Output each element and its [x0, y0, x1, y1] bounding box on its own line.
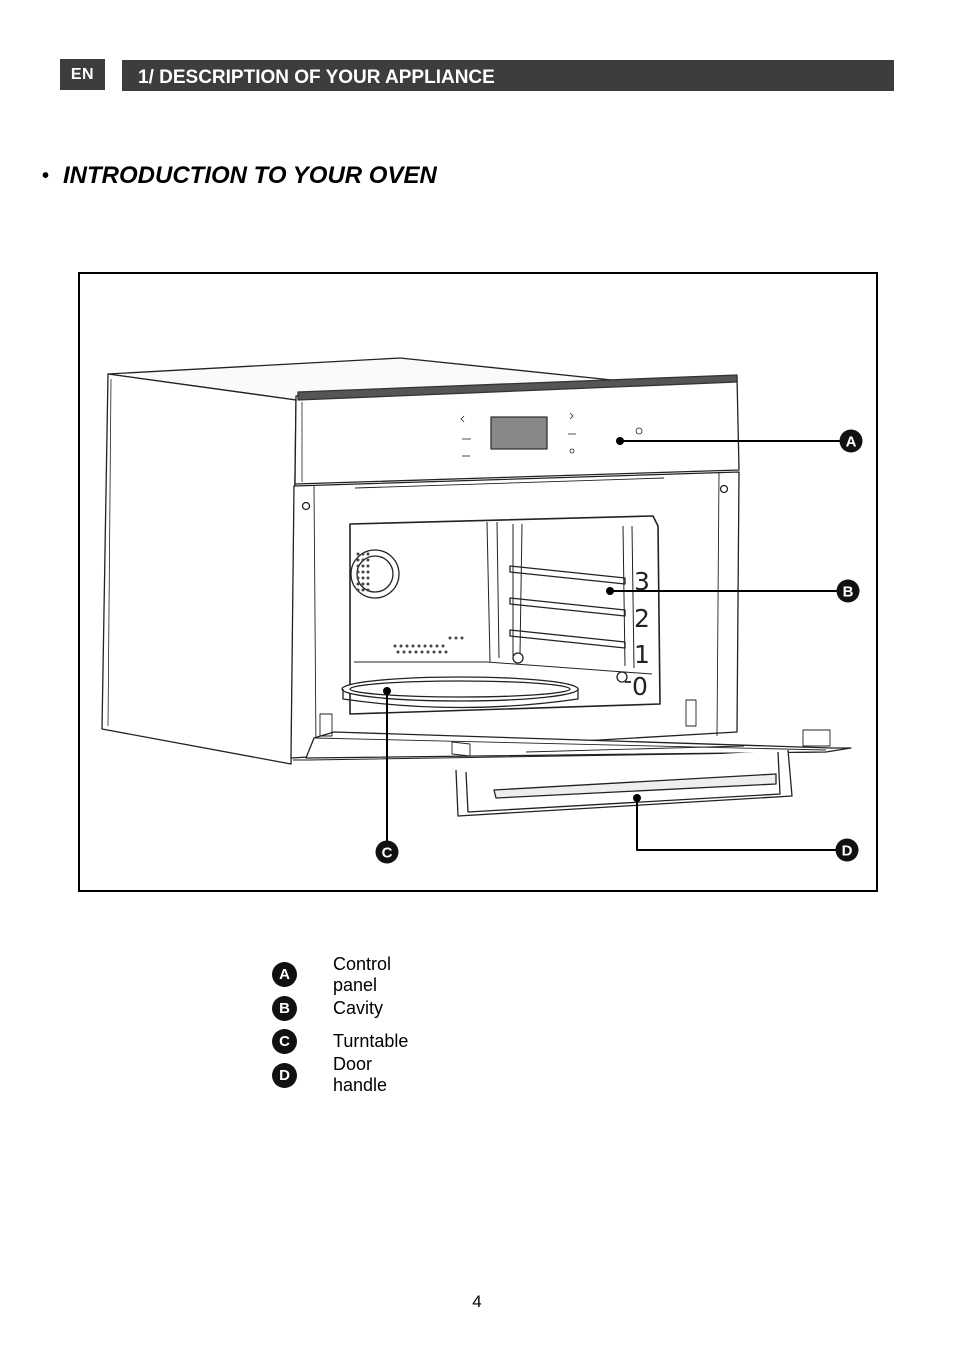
callout-a-dot [616, 437, 624, 445]
callout-label-b: B [843, 584, 854, 601]
oven-figure: 3 2 1 0 A B C D [78, 272, 878, 892]
callout-c-dot [383, 687, 391, 695]
parts-legend: A Control panel B Cavity C Turntable D D… [272, 954, 408, 1095]
legend-item-turntable: C Turntable [272, 1025, 408, 1059]
legend-marker-d: D [272, 1062, 297, 1088]
callout-b-dot [606, 587, 614, 595]
section-title: 1/ DESCRIPTION OF YOUR APPLIANCE [122, 60, 894, 91]
oven-illustration: 3 2 1 0 A B C D [101, 357, 863, 864]
callout-label-a: A [846, 434, 857, 451]
shelf-level-3: 3 [634, 567, 650, 596]
callout-marker-d: D [835, 838, 859, 862]
legend-label-door-handle: Door handle [333, 1054, 388, 1096]
callout-marker-c: C [375, 840, 399, 864]
callout-marker-a: A [839, 429, 863, 453]
legend-label-cavity: Cavity [333, 997, 384, 1018]
legend-label-turntable: Turntable [333, 1031, 409, 1052]
legend-marker-b: B [272, 995, 297, 1021]
shelf-level-0: 0 [632, 672, 648, 701]
bullet: • [42, 164, 50, 187]
callout-label-c: C [382, 845, 393, 862]
legend-marker-c: C [272, 1029, 297, 1055]
legend-item-cavity: B Cavity [272, 992, 383, 1026]
intro-title: INTRODUCTION TO YOUR OVEN [63, 162, 437, 189]
shelf-level-2: 2 [634, 604, 650, 633]
legend-item-door-handle: D Door handle [272, 1054, 387, 1095]
callout-label-d: D [842, 843, 853, 860]
language-badge: EN [60, 59, 105, 90]
shelf-level-1: 1 [634, 640, 650, 669]
legend-label-control-panel: Control panel [333, 953, 392, 995]
intro-heading: • INTRODUCTION TO YOUR OVEN [42, 162, 437, 190]
callout-d-dot [633, 794, 641, 802]
callout-marker-b: B [836, 579, 860, 603]
legend-marker-a: A [272, 962, 297, 988]
page-number: 4 [472, 1292, 482, 1311]
legend-item-control-panel: A Control panel [272, 954, 391, 995]
